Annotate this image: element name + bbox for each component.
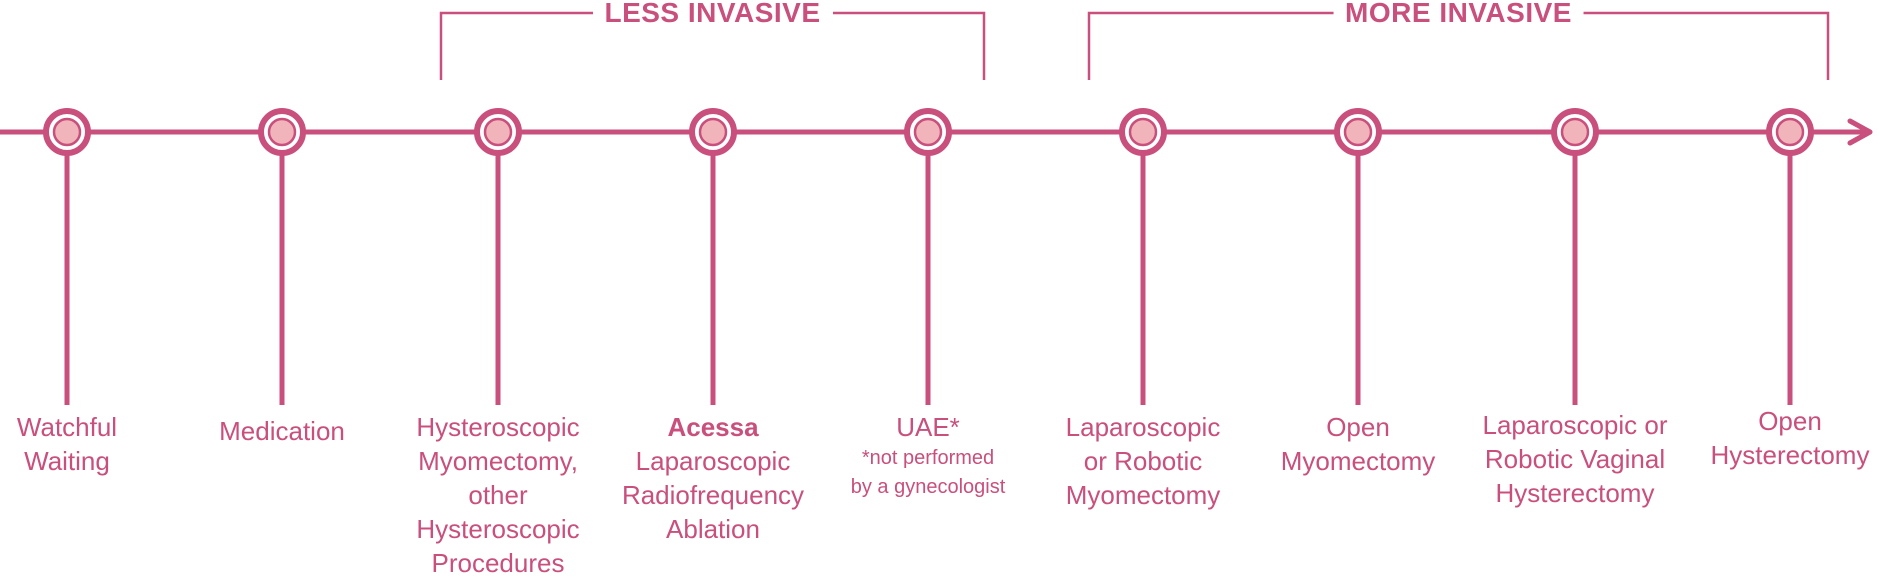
step-node [474,108,522,156]
step-node-core [1775,117,1805,147]
timeline-arrow-head [1847,118,1873,146]
step-label-footnote: *not performed [861,447,995,469]
step-label-line: UAE* [896,412,960,442]
step-label-line: Open [1326,412,1390,442]
step-label-line: Hysteroscopic [416,412,580,442]
step-node-core [267,117,297,147]
step-node-core [698,117,728,147]
step-label-line: Medication [219,416,345,446]
step-node [1766,108,1814,156]
step-label-line: Open [1758,406,1822,436]
step-node-core [483,117,513,147]
step-node [1119,108,1167,156]
step-node [258,108,306,156]
step-label: Medication [177,414,387,448]
step-node [1334,108,1382,156]
step-node-core [1560,117,1590,147]
step-label-line: Watchful [16,412,118,442]
step-label-line: Hysterectomy [1710,440,1870,470]
step-label: UAE* *not performed by a gynecologist [823,410,1033,502]
step-label-footnote: by a gynecologist [850,476,1006,498]
step-label-line: Robotic Vaginal [1484,444,1666,474]
step-node-core [52,117,82,147]
step-label-line: Radiofrequency [621,480,805,510]
step-label-line: Waiting [24,446,110,476]
step-label-line: or Robotic [1083,446,1203,476]
step-label-line: Procedures [431,548,565,578]
step-label-line: Laparoscopic or [1482,410,1668,440]
step-node-core [1128,117,1158,147]
step-label-line: Myomectomy [1280,446,1436,476]
step-label-line: Hysterectomy [1495,478,1655,508]
step-label-line: Laparoscopic [1065,412,1221,442]
step-node [43,108,91,156]
step-label-line: other [468,480,528,510]
step-node [689,108,737,156]
step-label-line: Myomectomy [1065,480,1221,510]
step-node-core [913,117,943,147]
step-label-bold: Acessa [667,412,759,442]
step-label-line: Myomectomy, [418,446,578,476]
group-title: MORE INVASIVE [1333,0,1584,28]
group-title: LESS INVASIVE [592,0,833,28]
step-node [904,108,952,156]
step-node [1551,108,1599,156]
step-node-core [1343,117,1373,147]
step-label-line: Hysteroscopic [416,514,580,544]
step-label-line: Ablation [666,514,760,544]
step-label-line: Laparoscopic [635,446,791,476]
